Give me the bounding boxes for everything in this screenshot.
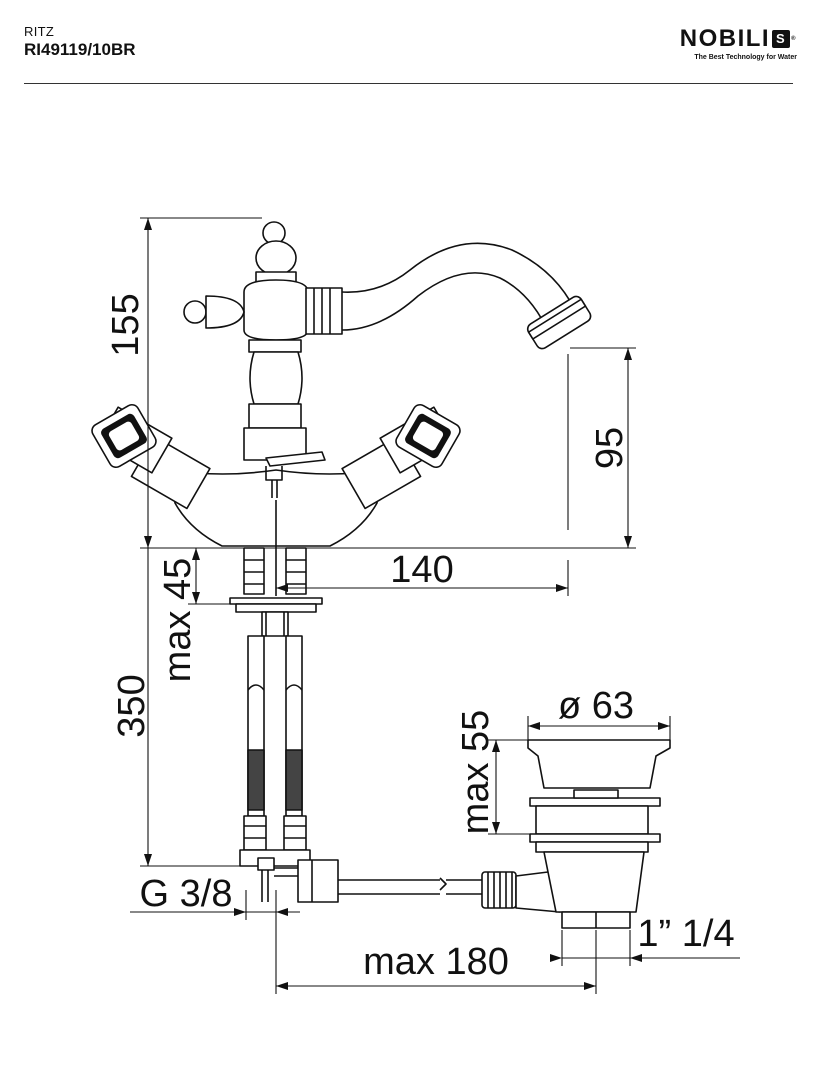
left-cross-handle — [91, 403, 211, 510]
brand-logo: NOBILI S ® The Best Technology for Water — [680, 26, 797, 63]
deck-fixing — [229, 547, 323, 637]
header-divider — [24, 83, 793, 84]
product-header: RITZ RI49119/10BR — [24, 24, 136, 60]
label-height-total: 155 — [105, 293, 147, 356]
label-waste-height: max 55 — [455, 710, 497, 835]
popup-linkage — [257, 500, 561, 913]
label-waste-thread: 1” 1/4 — [637, 913, 734, 955]
registered-mark: ® — [791, 36, 797, 42]
label-waste-diameter: ø 63 — [558, 685, 634, 727]
dimension-arrows — [144, 218, 670, 990]
faucet-body — [169, 221, 383, 547]
brand-name: NOBILI — [679, 25, 771, 52]
label-spout-reach: 140 — [390, 549, 453, 591]
dimension-lines — [130, 217, 740, 994]
label-connection: G 3/8 — [140, 873, 233, 915]
label-deck-thickness: max 45 — [157, 558, 199, 683]
brand-tagline: The Best Technology for Water — [694, 54, 797, 61]
product-code: RI49119/10BR — [24, 40, 136, 59]
label-spout-height: 95 — [589, 427, 631, 469]
label-waste-distance: max 180 — [363, 941, 509, 983]
right-cross-handle — [341, 403, 461, 510]
flex-hoses — [239, 635, 311, 867]
spout — [305, 242, 592, 350]
label-hose-length: 350 — [111, 674, 153, 737]
pop-up-waste — [527, 739, 671, 929]
brand-mark-icon: S — [772, 30, 791, 48]
product-series: RITZ — [24, 24, 55, 39]
